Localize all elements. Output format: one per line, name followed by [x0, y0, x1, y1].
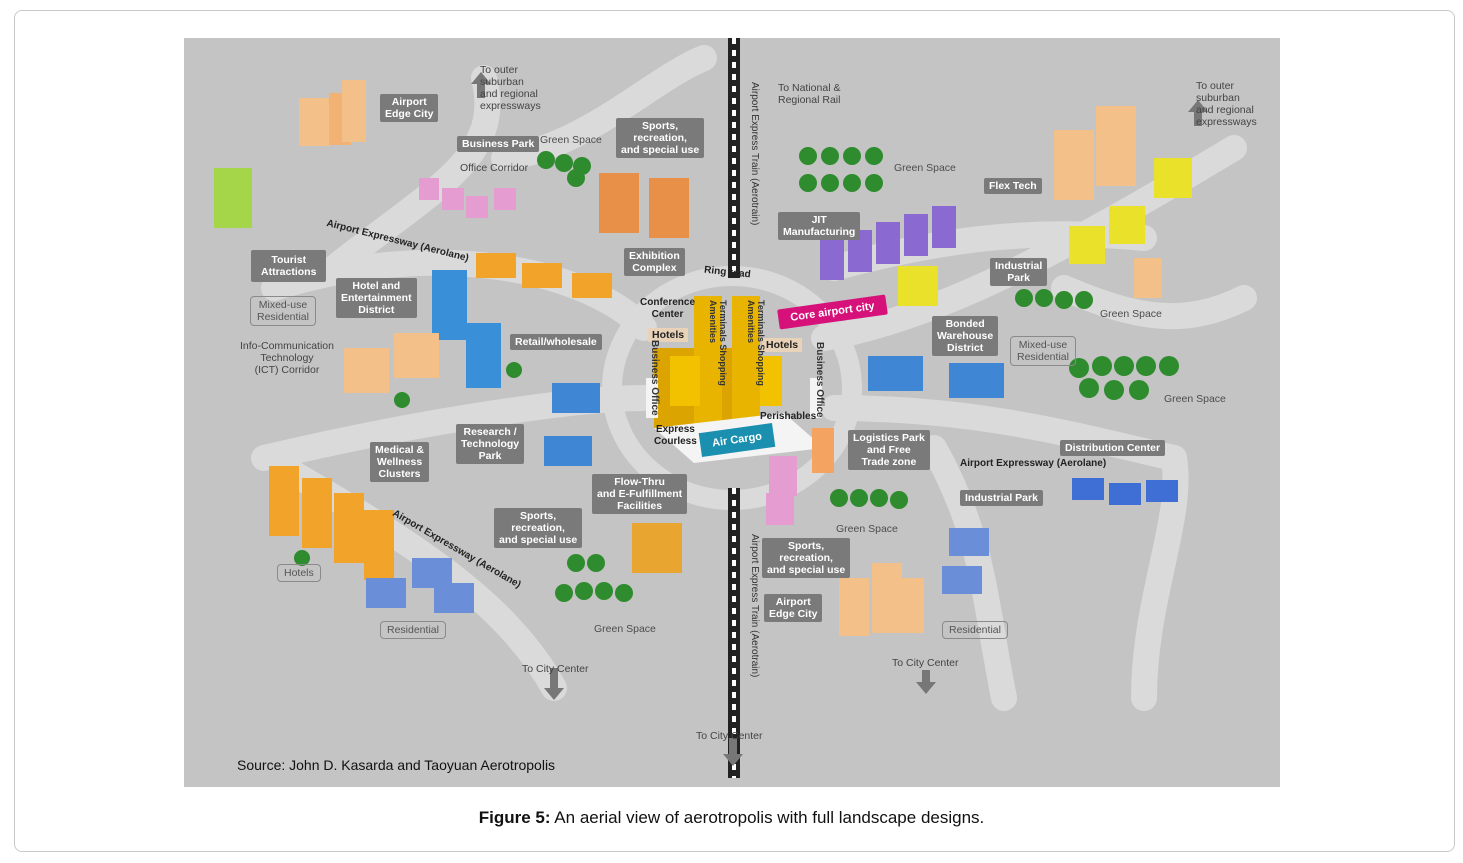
label-hotels-sw: Hotels — [277, 564, 321, 582]
arrow-icon — [544, 668, 564, 700]
label-to-city-center-se: To City Center — [892, 657, 959, 669]
label-medical: Medical & Wellness Clusters — [370, 442, 430, 482]
trees — [294, 147, 1179, 602]
label-logistics: Logistics Park and Free Trade zone — [848, 430, 930, 470]
label-green-space-e1: Green Space — [1100, 308, 1162, 320]
label-to-city-center-s: To City Center — [696, 730, 763, 742]
label-to-national-rail: To National & Regional Rail — [778, 82, 841, 106]
label-terminals-2: Terminals Shopping Amenities — [746, 300, 766, 386]
label-terminals-1: Terminals Shopping Amenities — [708, 300, 728, 386]
label-distribution: Distribution Center — [1060, 440, 1166, 456]
label-sports-sw: Sports, recreation, and special use — [494, 508, 583, 548]
label-bonded: Bonded Warehouse District — [932, 316, 999, 356]
label-office-corridor: Office Corridor — [460, 162, 529, 174]
road-network — [214, 38, 1257, 778]
label-hotel-ent: Hotel and Entertainment District — [336, 278, 417, 318]
figure-caption: Figure 5: An aerial view of aerotropolis… — [0, 808, 1463, 828]
label-retail: Retail/wholesale — [510, 334, 602, 350]
label-perishables: Perishables — [760, 411, 817, 422]
label-mixed-use-e: Mixed-use Residential — [1010, 336, 1076, 366]
buildings — [214, 80, 1192, 636]
label-residential-sw: Residential — [380, 621, 446, 639]
label-tourist: Tourist Attractions — [251, 250, 327, 282]
caption-prefix: Figure 5: — [478, 808, 551, 827]
label-hotels-c2: Hotels — [762, 338, 803, 352]
label-aerotrain-s: Airport Express Train (Aerotrain) — [749, 534, 760, 678]
label-business-office-2: Business Office — [814, 342, 825, 418]
label-flow-thru: Flow-Thru and E-Fulfillment Facilities — [592, 474, 688, 514]
label-express: Express Courless — [654, 424, 697, 447]
label-green-space-se: Green Space — [836, 523, 898, 535]
label-hotels-c1: Hotels — [648, 328, 689, 342]
arrow-icon — [1188, 100, 1208, 126]
label-airport-expressway-e: Airport Expressway (Aerolane) — [960, 458, 1107, 469]
label-business-office-1: Business Office — [649, 340, 660, 416]
label-aerotrain-n: Airport Express Train (Aerotrain) — [749, 82, 760, 226]
arrow-icon — [723, 738, 743, 766]
label-green-space-sw: Green Space — [594, 623, 656, 635]
label-mixed-use-w: Mixed-use Residential — [250, 296, 316, 326]
label-to-outer-ne: To outer suburban and regional expresswa… — [1196, 80, 1257, 128]
arrow-icon — [471, 72, 491, 98]
label-industrial-park-se: Industrial Park — [960, 490, 1043, 506]
source-note: Source: John D. Kasarda and Taoyuan Aero… — [237, 757, 556, 773]
label-industrial-park-ne: Industrial Park — [990, 258, 1048, 286]
label-sports-nw: Sports, recreation, and special use — [616, 118, 705, 158]
label-research: Research / Technology Park — [456, 424, 525, 464]
label-business-park: Business Park — [457, 136, 540, 152]
label-flex-tech: Flex Tech — [984, 178, 1042, 194]
label-airport-edge-city-nw: Airport Edge City — [380, 94, 439, 122]
label-residential-se: Residential — [942, 621, 1008, 639]
label-ict: Info-Communication Technology (ICT) Corr… — [240, 340, 334, 376]
label-conference: Conference Center — [640, 297, 696, 320]
label-jit: JIT Manufacturing — [778, 212, 861, 240]
label-green-space-e2: Green Space — [1164, 393, 1226, 405]
label-to-city-center-sw: To City Center — [522, 663, 589, 675]
arrow-icon — [916, 670, 936, 694]
label-airport-edge-city-se: Airport Edge City — [764, 594, 823, 622]
label-to-outer-nw: To outer suburban and regional expresswa… — [480, 64, 541, 112]
label-exhibition: Exhibition Complex — [624, 248, 685, 276]
label-green-space-nw: Green Space — [540, 134, 602, 146]
label-sports-se: Sports, recreation, and special use — [762, 538, 851, 578]
aerotropolis-map: Airport Edge City To outer suburban and … — [184, 38, 1280, 787]
caption-text: An aerial view of aerotropolis with full… — [550, 808, 985, 827]
label-green-space-ne: Green Space — [894, 162, 956, 174]
